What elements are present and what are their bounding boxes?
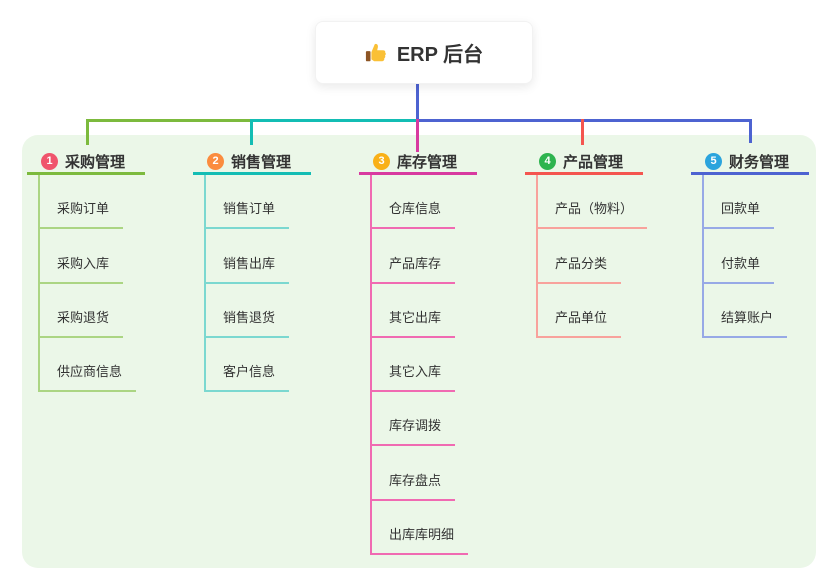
child-node-label: 仓库信息 bbox=[372, 198, 456, 230]
branch-column: 2 销售管理 销售订单销售出库销售退货客户信息 bbox=[193, 150, 353, 393]
child-node[interactable]: 产品（物料） bbox=[538, 175, 648, 230]
branch-drop-1 bbox=[86, 119, 89, 145]
branch-node-label: 产品管理 bbox=[563, 153, 624, 171]
child-node[interactable]: 销售订单 bbox=[206, 175, 290, 230]
branch-number-badge: 4 bbox=[539, 152, 556, 170]
child-node[interactable]: 其它出库 bbox=[372, 284, 468, 338]
branch-children: 采购订单采购入库采购退货供应商信息 bbox=[38, 175, 137, 393]
root-node-erp[interactable]: ERP 后台 bbox=[315, 21, 533, 84]
branch-node[interactable]: 5 财务管理 bbox=[691, 150, 809, 175]
child-node-label: 销售订单 bbox=[206, 198, 290, 230]
child-node-label: 产品库存 bbox=[372, 253, 456, 284]
branch-column: 1 采购管理 采购订单采购入库采购退货供应商信息 bbox=[27, 150, 187, 393]
child-node-label: 供应商信息 bbox=[40, 361, 137, 393]
branch-number-badge: 2 bbox=[207, 152, 224, 170]
child-node-label: 采购订单 bbox=[40, 198, 124, 230]
child-node[interactable]: 仓库信息 bbox=[372, 175, 468, 230]
child-node[interactable]: 付款单 bbox=[704, 229, 787, 284]
branch-node[interactable]: 3 库存管理 bbox=[359, 150, 477, 175]
child-node-label: 结算账户 bbox=[704, 307, 788, 338]
child-node[interactable]: 采购入库 bbox=[40, 229, 136, 284]
child-node-label: 回款单 bbox=[704, 198, 775, 230]
branch-drop-5 bbox=[749, 119, 752, 143]
branch-node-label: 销售管理 bbox=[231, 153, 292, 171]
branch-children: 销售订单销售出库销售退货客户信息 bbox=[204, 175, 290, 393]
branch-drop-3 bbox=[416, 119, 419, 152]
child-node-label: 库存调拨 bbox=[372, 415, 456, 447]
child-node[interactable]: 销售退货 bbox=[206, 284, 290, 338]
branch-node-label: 采购管理 bbox=[65, 153, 126, 171]
branch-number-badge: 1 bbox=[41, 152, 58, 170]
thumbs-up-icon bbox=[365, 42, 387, 64]
child-node-label: 产品单位 bbox=[538, 307, 622, 338]
child-node-label: 采购退货 bbox=[40, 307, 124, 338]
child-node[interactable]: 库存调拨 bbox=[372, 392, 468, 447]
child-node-label: 出库库明细 bbox=[372, 524, 469, 556]
branch-node[interactable]: 4 产品管理 bbox=[525, 150, 643, 175]
branch-column: 4 产品管理 产品（物料） 产品分类产品单位 bbox=[525, 150, 685, 338]
branch-children: 产品（物料） 产品分类产品单位 bbox=[536, 175, 648, 338]
child-node[interactable]: 采购退货 bbox=[40, 284, 136, 338]
trunk-segment-green bbox=[86, 119, 253, 122]
trunk-segment-teal bbox=[251, 119, 418, 122]
branch-node[interactable]: 1 采购管理 bbox=[27, 150, 145, 175]
branch-column: 3 库存管理 仓库信息产品库存其它出库其它入库库存调拨库存盘点出库库明细 bbox=[359, 150, 519, 556]
child-node[interactable]: 回款单 bbox=[704, 175, 787, 230]
child-node-label: 其它出库 bbox=[372, 307, 456, 338]
child-node[interactable]: 供应商信息 bbox=[40, 338, 137, 393]
branch-node-label: 财务管理 bbox=[729, 153, 790, 171]
child-node-label: 销售退货 bbox=[206, 307, 290, 338]
branch-number-badge: 3 bbox=[373, 152, 390, 170]
child-node[interactable]: 采购订单 bbox=[40, 175, 136, 230]
branch-children: 回款单付款单结算账户 bbox=[702, 175, 788, 338]
branch-column: 5 财务管理 回款单付款单结算账户 bbox=[691, 150, 839, 338]
child-node-label: 销售出库 bbox=[206, 253, 290, 284]
child-node-label: 客户信息 bbox=[206, 361, 290, 393]
child-node-label: 付款单 bbox=[704, 253, 775, 284]
branch-children: 仓库信息产品库存其它出库其它入库库存调拨库存盘点出库库明细 bbox=[370, 175, 469, 556]
branch-group-panel: 1 采购管理 采购订单采购入库采购退货供应商信息 2 销售管理 销售订单销售出库… bbox=[22, 135, 816, 568]
child-node[interactable]: 销售出库 bbox=[206, 229, 290, 284]
root-connector-line bbox=[416, 84, 419, 120]
child-node-label: 采购入库 bbox=[40, 253, 124, 284]
child-node[interactable]: 产品分类 bbox=[538, 229, 647, 284]
root-node-label: ERP 后台 bbox=[396, 44, 484, 66]
branch-drop-4 bbox=[581, 119, 584, 145]
child-node[interactable]: 出库库明细 bbox=[372, 501, 469, 556]
child-node[interactable]: 产品库存 bbox=[372, 229, 468, 284]
child-node-label: 库存盘点 bbox=[372, 470, 456, 501]
child-node[interactable]: 库存盘点 bbox=[372, 446, 468, 501]
child-node-label: 其它入库 bbox=[372, 361, 456, 393]
child-node[interactable]: 结算账户 bbox=[704, 284, 788, 338]
branch-node-label: 库存管理 bbox=[397, 153, 458, 171]
child-node[interactable]: 产品单位 bbox=[538, 284, 647, 338]
branch-drop-2 bbox=[250, 119, 253, 145]
child-node-label: 产品分类 bbox=[538, 253, 622, 284]
trunk-segment-blue bbox=[416, 119, 752, 122]
child-node[interactable]: 客户信息 bbox=[206, 338, 290, 393]
branch-number-badge: 5 bbox=[705, 152, 722, 170]
branch-node[interactable]: 2 销售管理 bbox=[193, 150, 311, 175]
child-node[interactable]: 其它入库 bbox=[372, 338, 468, 393]
child-node-label: 产品（物料） bbox=[538, 198, 648, 230]
